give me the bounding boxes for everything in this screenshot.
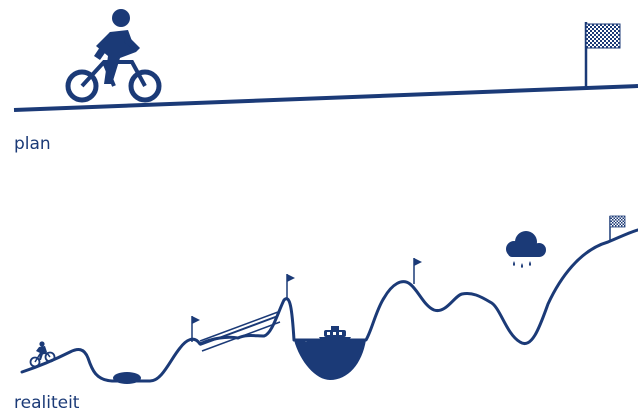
reality-label: realiteit [14,393,79,413]
checkered-flag-icon [586,22,620,90]
plan-panel [14,9,638,110]
reality-panel [22,216,638,384]
rock-icon [113,372,141,384]
boat-icon [319,326,351,345]
cyclist-icon [68,9,159,100]
plan-road [14,86,638,110]
pennant-flag-icon [287,274,295,298]
cyclist-icon [31,341,55,366]
pennant-flag-icon [414,258,422,284]
rain-cloud-icon [506,231,546,268]
plan-label: plan [14,134,51,154]
